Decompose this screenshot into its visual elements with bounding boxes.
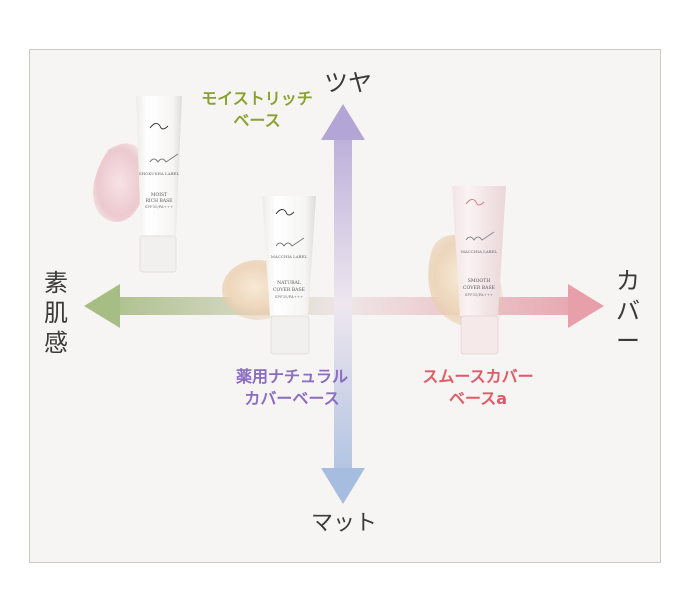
svg-text:MACCHIA LABEL: MACCHIA LABEL [461, 249, 498, 254]
product-name-line2: ベースa [449, 389, 507, 408]
product-name-line1: 薬用ナチュラル [235, 367, 348, 386]
axis-label-left: 素肌感 [44, 269, 68, 357]
svg-text:COVER BASE: COVER BASE [463, 285, 495, 291]
svg-text:SPF35/PA+++: SPF35/PA+++ [275, 294, 303, 299]
tube-text-1: SHOKUSHA LABEL [139, 171, 180, 176]
svg-text:MACCHIA LABEL: MACCHIA LABEL [271, 254, 308, 259]
product-label-moist-rich: モイストリッチ ベース [192, 88, 322, 132]
svg-text:COVER BASE: COVER BASE [273, 287, 305, 293]
axis-label-bottom: マット [311, 511, 378, 536]
down-arrowhead [321, 468, 365, 504]
axis-label-right: カバー [616, 267, 640, 355]
product-label-natural-cover: 薬用ナチュラル カバーベース [222, 366, 362, 410]
product-name-line2: ベース [233, 111, 281, 130]
left-arrowhead [84, 284, 120, 328]
svg-text:NATURAL: NATURAL [277, 280, 301, 286]
product-natural-cover-base: MACCHIA LABEL NATURAL COVER BASE SPF35/P… [222, 196, 316, 355]
right-arrowhead [568, 284, 604, 328]
vertical-axis [321, 104, 365, 504]
svg-text:SPF30/PA+++: SPF30/PA+++ [465, 292, 493, 297]
product-name-line1: スムースカバー [422, 367, 534, 386]
svg-text:RICH BASE: RICH BASE [146, 198, 173, 204]
up-arrowhead [321, 104, 365, 140]
svg-text:SMOOTH: SMOOTH [468, 278, 490, 284]
product-name-line1: モイストリッチ [201, 89, 313, 108]
product-label-smooth-cover: スムースカバー ベースa [408, 366, 548, 410]
svg-text:SPF30/PA+++: SPF30/PA+++ [145, 204, 173, 209]
product-name-line2: カバーベース [244, 389, 340, 408]
product-moist-rich-base: SHOKUSHA LABEL MOIST RICH BASE SPF30/PA+… [93, 96, 182, 273]
svg-text:MOIST: MOIST [151, 192, 167, 198]
product-smooth-cover-base: MACCHIA LABEL SMOOTH COVER BASE SPF30/PA… [428, 186, 506, 355]
axis-label-top: ツヤ [324, 69, 372, 97]
